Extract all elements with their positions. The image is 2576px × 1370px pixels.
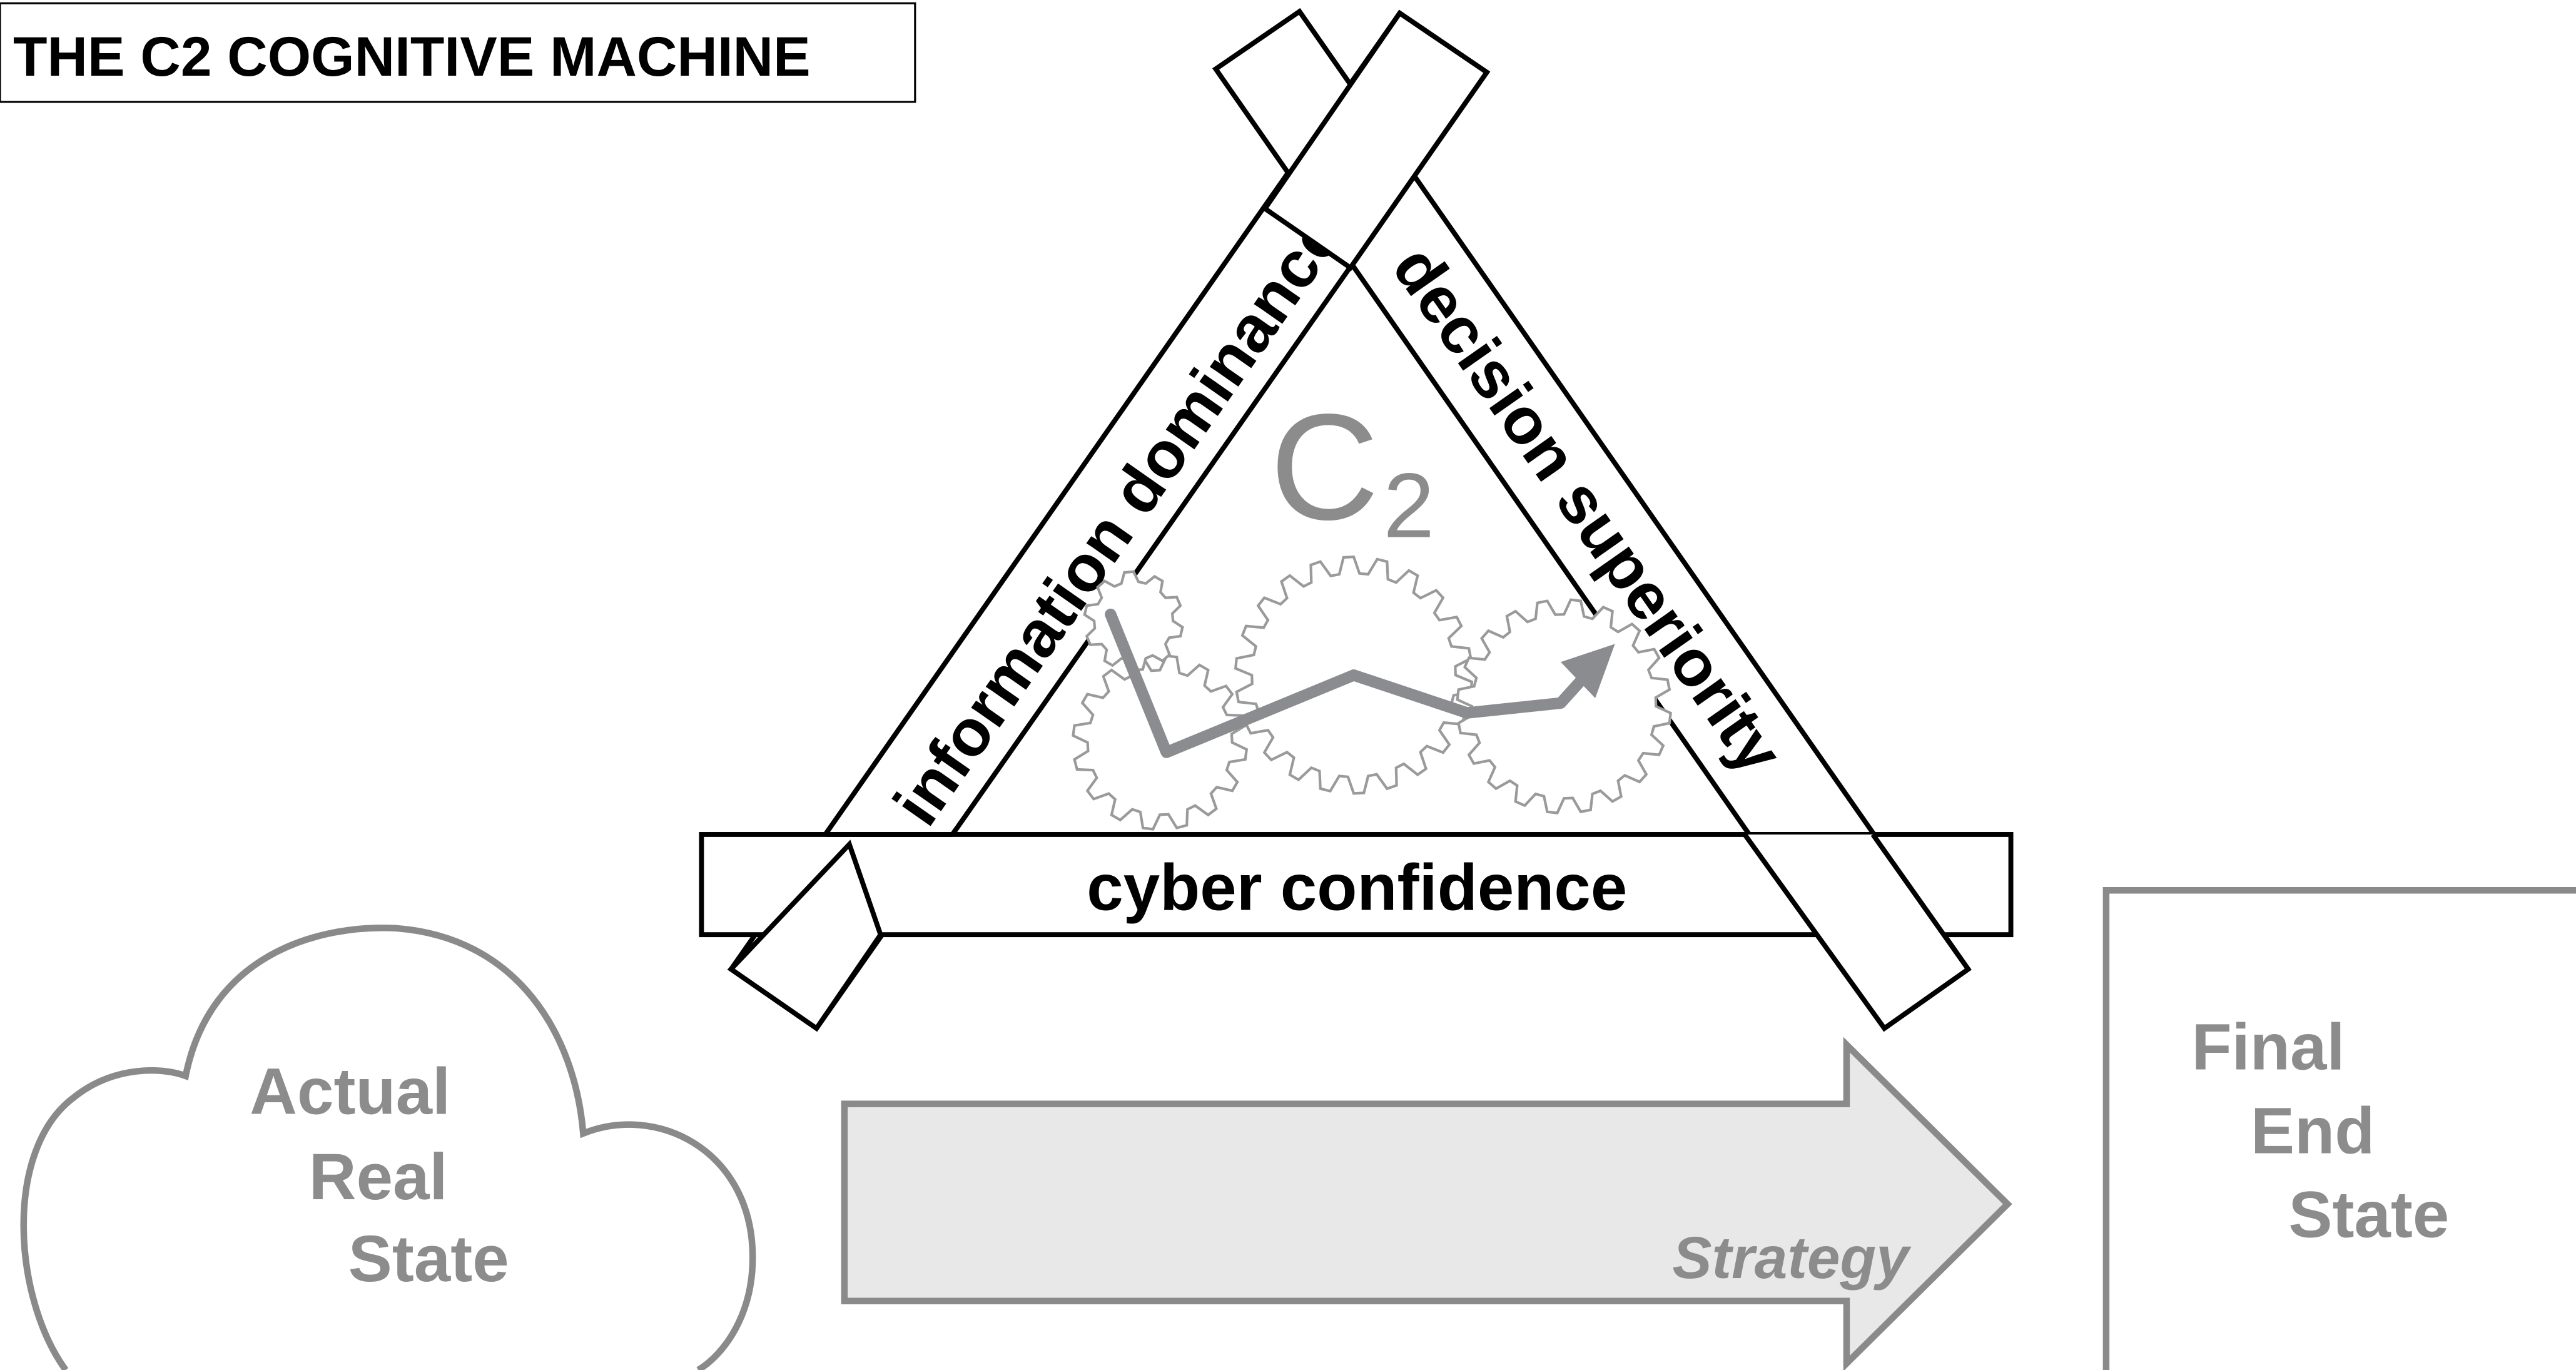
strategy-arrow: Strategy [841,1037,2012,1370]
cloud-line-2: Real [309,1140,448,1214]
gear-icon [1083,570,1184,672]
c2-main-letter: C [1270,383,1379,552]
end-box-line-3: State [2288,1178,2449,1251]
title-box: THE C2 COGNITIVE MACHINE [0,2,916,103]
c2-subscript: 2 [1383,455,1434,557]
progress-path-arrow [1105,608,1615,758]
cyber-confidence-label: cyber confidence [1087,851,1627,925]
end-box-line-2: End [2251,1094,2375,1167]
gears-group [1072,556,1672,831]
cloud-line-1: Actual [250,1055,450,1128]
cloud-line-3: State [348,1222,509,1296]
strategy-label: Strategy [1673,1225,1912,1291]
page-title: THE C2 COGNITIVE MACHINE [13,25,811,88]
actual-real-state-cloud: Actual Real State [20,924,756,1370]
c2-symbol: C 2 [1270,383,1434,557]
final-end-state-box: Final End State [2102,886,2576,1370]
end-box-line-1: Final [2191,1010,2345,1083]
